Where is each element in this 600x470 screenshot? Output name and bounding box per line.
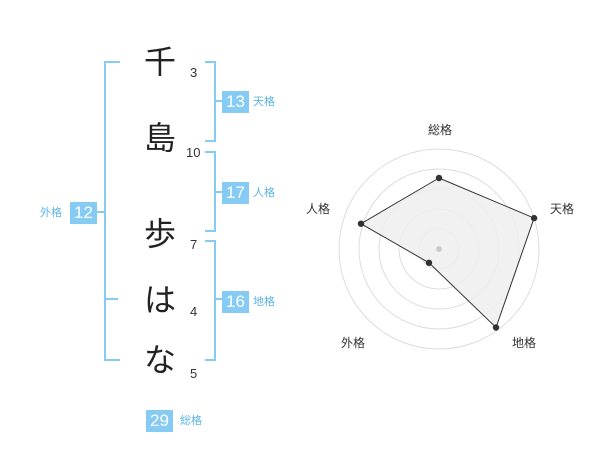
tenkaku-value-badge: 13 — [222, 91, 249, 113]
radar-axis-label-tenkaku: 天格 — [550, 201, 574, 216]
stroke-count-4: 4 — [190, 304, 198, 319]
gaikaku-bracket-connector — [96, 211, 106, 213]
chikaku-bracket-connector — [214, 298, 222, 300]
name-char-4: は — [143, 281, 176, 319]
soukaku-label: 総格 — [180, 414, 202, 427]
chikaku-label: 地格 — [253, 295, 275, 308]
gaikaku-bracket-divider — [104, 298, 118, 300]
tenkaku-label: 天格 — [253, 95, 275, 108]
name-char-2: 島 — [143, 119, 176, 157]
jinkaku-value-badge: 17 — [222, 182, 249, 204]
radar-point-5 — [357, 220, 365, 227]
radar-point-3 — [492, 324, 500, 331]
chikaku-bracket — [205, 240, 216, 361]
stroke-count-2: 10 — [186, 145, 201, 160]
radar-grid-ring — [338, 148, 540, 350]
name-char-1: 千 — [143, 43, 176, 81]
radar-point-4 — [425, 259, 433, 266]
radar-axis-label-chikaku: 地格 — [512, 335, 536, 350]
name-char-3: 歩 — [143, 215, 176, 253]
stroke-count-5: 5 — [190, 366, 198, 381]
radar-point-2 — [530, 214, 538, 222]
jinkaku-bracket-connector — [214, 191, 222, 193]
stroke-count-1: 3 — [190, 65, 198, 80]
tenkaku-bracket-connector — [214, 100, 222, 102]
soukaku-value-badge: 29 — [146, 410, 173, 432]
radar-center-dot — [436, 246, 442, 252]
name-char-5: な — [143, 341, 176, 379]
jinkaku-label: 人格 — [253, 186, 275, 199]
radar-axis-label-soukaku: 総格 — [428, 122, 452, 137]
chikaku-value-badge: 16 — [222, 291, 249, 313]
radar-area — [360, 177, 535, 329]
gaikaku-label: 外格 — [40, 206, 62, 219]
radar-point-1 — [435, 174, 443, 182]
radar-axis-label-gaikaku: 外格 — [341, 335, 365, 350]
gaikaku-value-badge: 12 — [70, 202, 97, 224]
radar-axis-label-jinkaku: 人格 — [306, 201, 330, 216]
stroke-count-3: 7 — [190, 237, 198, 252]
